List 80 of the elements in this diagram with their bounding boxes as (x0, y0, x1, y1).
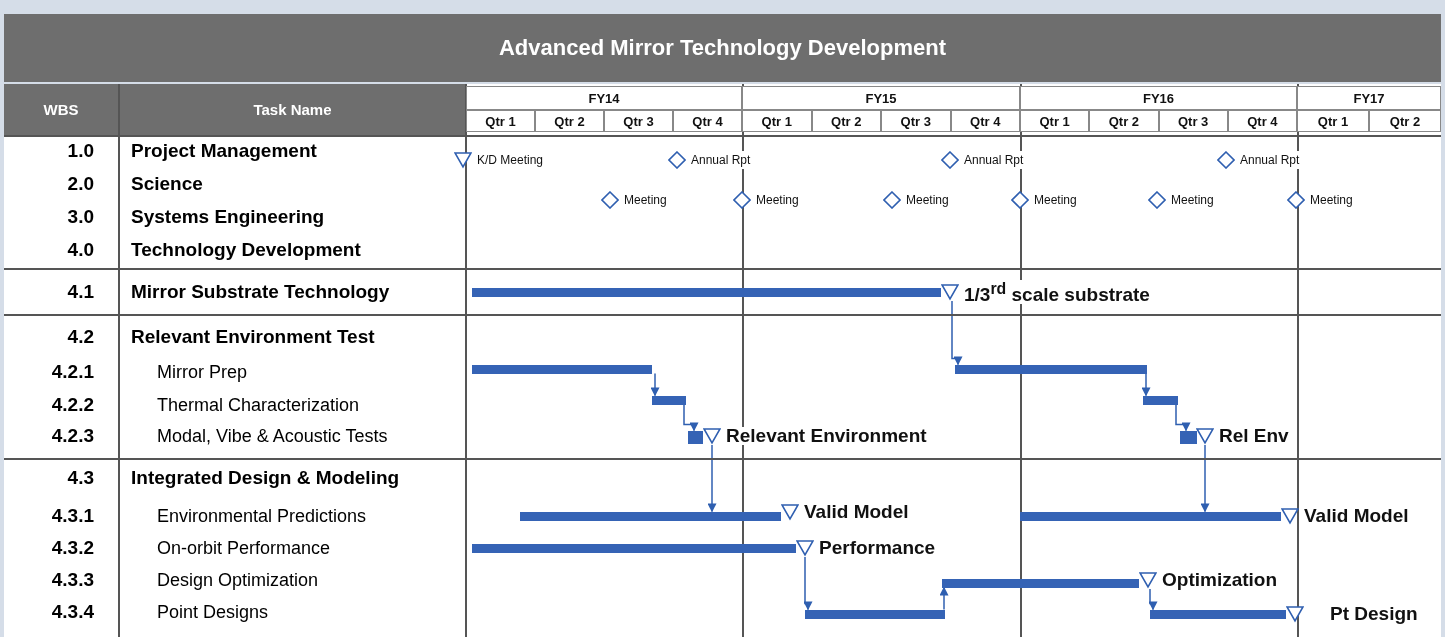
quarter-header: Qtr 4 (673, 110, 742, 132)
task-name: Point Designs (157, 601, 269, 624)
task-name: Thermal Characterization (157, 394, 360, 417)
fiscal-year-header: FY17 (1297, 86, 1441, 110)
dependency-arrow (1148, 588, 1158, 611)
task-name: On-orbit Performance (157, 537, 331, 560)
task-bar (955, 364, 1147, 374)
quarter-header: Qtr 3 (881, 110, 951, 132)
wbs-number: 4.2.2 (50, 393, 94, 417)
milestone-label: Pt Design (1328, 605, 1420, 623)
quarter-header: Qtr 2 (1369, 110, 1441, 132)
milestone-label: Relevant Environment (724, 427, 929, 445)
task-name: Mirror Prep (157, 361, 247, 384)
milestone-label: Annual Rpt (962, 151, 1026, 169)
task-bar (472, 364, 652, 374)
task-bar (1143, 395, 1178, 405)
wbs-number: 1.0 (66, 139, 94, 163)
task-name: Project Management (131, 139, 317, 163)
milestone-label: Rel Env (1217, 427, 1291, 445)
dependency-arrow (683, 403, 699, 432)
wbs-number: 4.3.2 (50, 536, 94, 560)
fiscal-year-header: FY16 (1020, 86, 1297, 110)
dependency-arrow (650, 372, 660, 397)
dependency-arrow (707, 444, 717, 513)
milestone-label: Valid Model (802, 503, 911, 521)
task-bar (472, 287, 941, 297)
task-name: Science (131, 172, 203, 196)
task-bar (1020, 511, 1281, 521)
dependency-arrow (803, 556, 813, 611)
wbs-number: 4.2.3 (50, 424, 94, 448)
column-header: WBS (4, 84, 118, 135)
quarter-header: Qtr 2 (1089, 110, 1159, 132)
milestone-label: 1/3$^{rd}$ scale substrate (962, 279, 1152, 305)
fiscal-year-header: FY15 (742, 86, 1020, 110)
wbs-number: 4.3.3 (50, 568, 94, 592)
quarter-header: Qtr 1 (1020, 110, 1090, 132)
wbs-number: 4.3.1 (50, 504, 94, 528)
task-bar (1150, 609, 1286, 619)
milestone-label: Annual Rpt (1238, 151, 1302, 169)
title-banner: Advanced Mirror Technology Development (4, 14, 1441, 82)
quarter-header: Qtr 1 (742, 110, 812, 132)
task-name: Mirror Substrate Technology (131, 280, 390, 304)
task-bar (805, 609, 945, 619)
task-bar (472, 543, 796, 553)
task-name: Design Optimization (157, 569, 319, 592)
quarter-header: Qtr 4 (950, 110, 1020, 132)
task-name: Relevant Environment Test (131, 325, 375, 349)
task-name: Technology Development (131, 238, 361, 262)
task-name: Modal, Vibe & Acoustic Tests (157, 425, 388, 448)
quarter-header: Qtr 3 (604, 110, 673, 132)
quarter-header: Qtr 1 (1297, 110, 1369, 132)
quarter-header: Qtr 4 (1227, 110, 1297, 132)
wbs-number: 4.1 (66, 280, 94, 304)
milestone-label: Annual Rpt (689, 151, 753, 169)
wbs-number: 4.2.1 (50, 360, 94, 384)
wbs-number: 2.0 (66, 172, 94, 196)
milestone-label: Valid Model (1302, 507, 1411, 525)
dependency-arrow (1141, 372, 1151, 397)
wbs-number: 4.0 (66, 238, 94, 262)
wbs-number: 4.3 (66, 466, 94, 490)
dependency-arrow (1200, 444, 1210, 513)
dependency-arrow (939, 586, 949, 611)
wbs-number: 3.0 (66, 205, 94, 229)
task-name: Integrated Design & Modeling (131, 466, 400, 490)
wbs-number: 4.3.4 (50, 600, 94, 624)
task-bar (652, 395, 686, 405)
fiscal-year-header: FY14 (466, 86, 742, 110)
quarter-header: Qtr 1 (466, 110, 535, 132)
quarter-header: Qtr 3 (1158, 110, 1228, 132)
task-bar (520, 511, 781, 521)
dependency-arrow (1175, 403, 1191, 432)
wbs-number: 4.2 (66, 325, 94, 349)
column-header: Task Name (120, 84, 465, 135)
dependency-arrow (951, 300, 963, 366)
task-name: Systems Engineering (131, 205, 325, 229)
task-name: Environmental Predictions (157, 505, 367, 528)
task-bar (942, 578, 1139, 588)
milestone-label: Performance (817, 539, 938, 557)
quarter-header: Qtr 2 (811, 110, 881, 132)
quarter-header: Qtr 2 (535, 110, 604, 132)
